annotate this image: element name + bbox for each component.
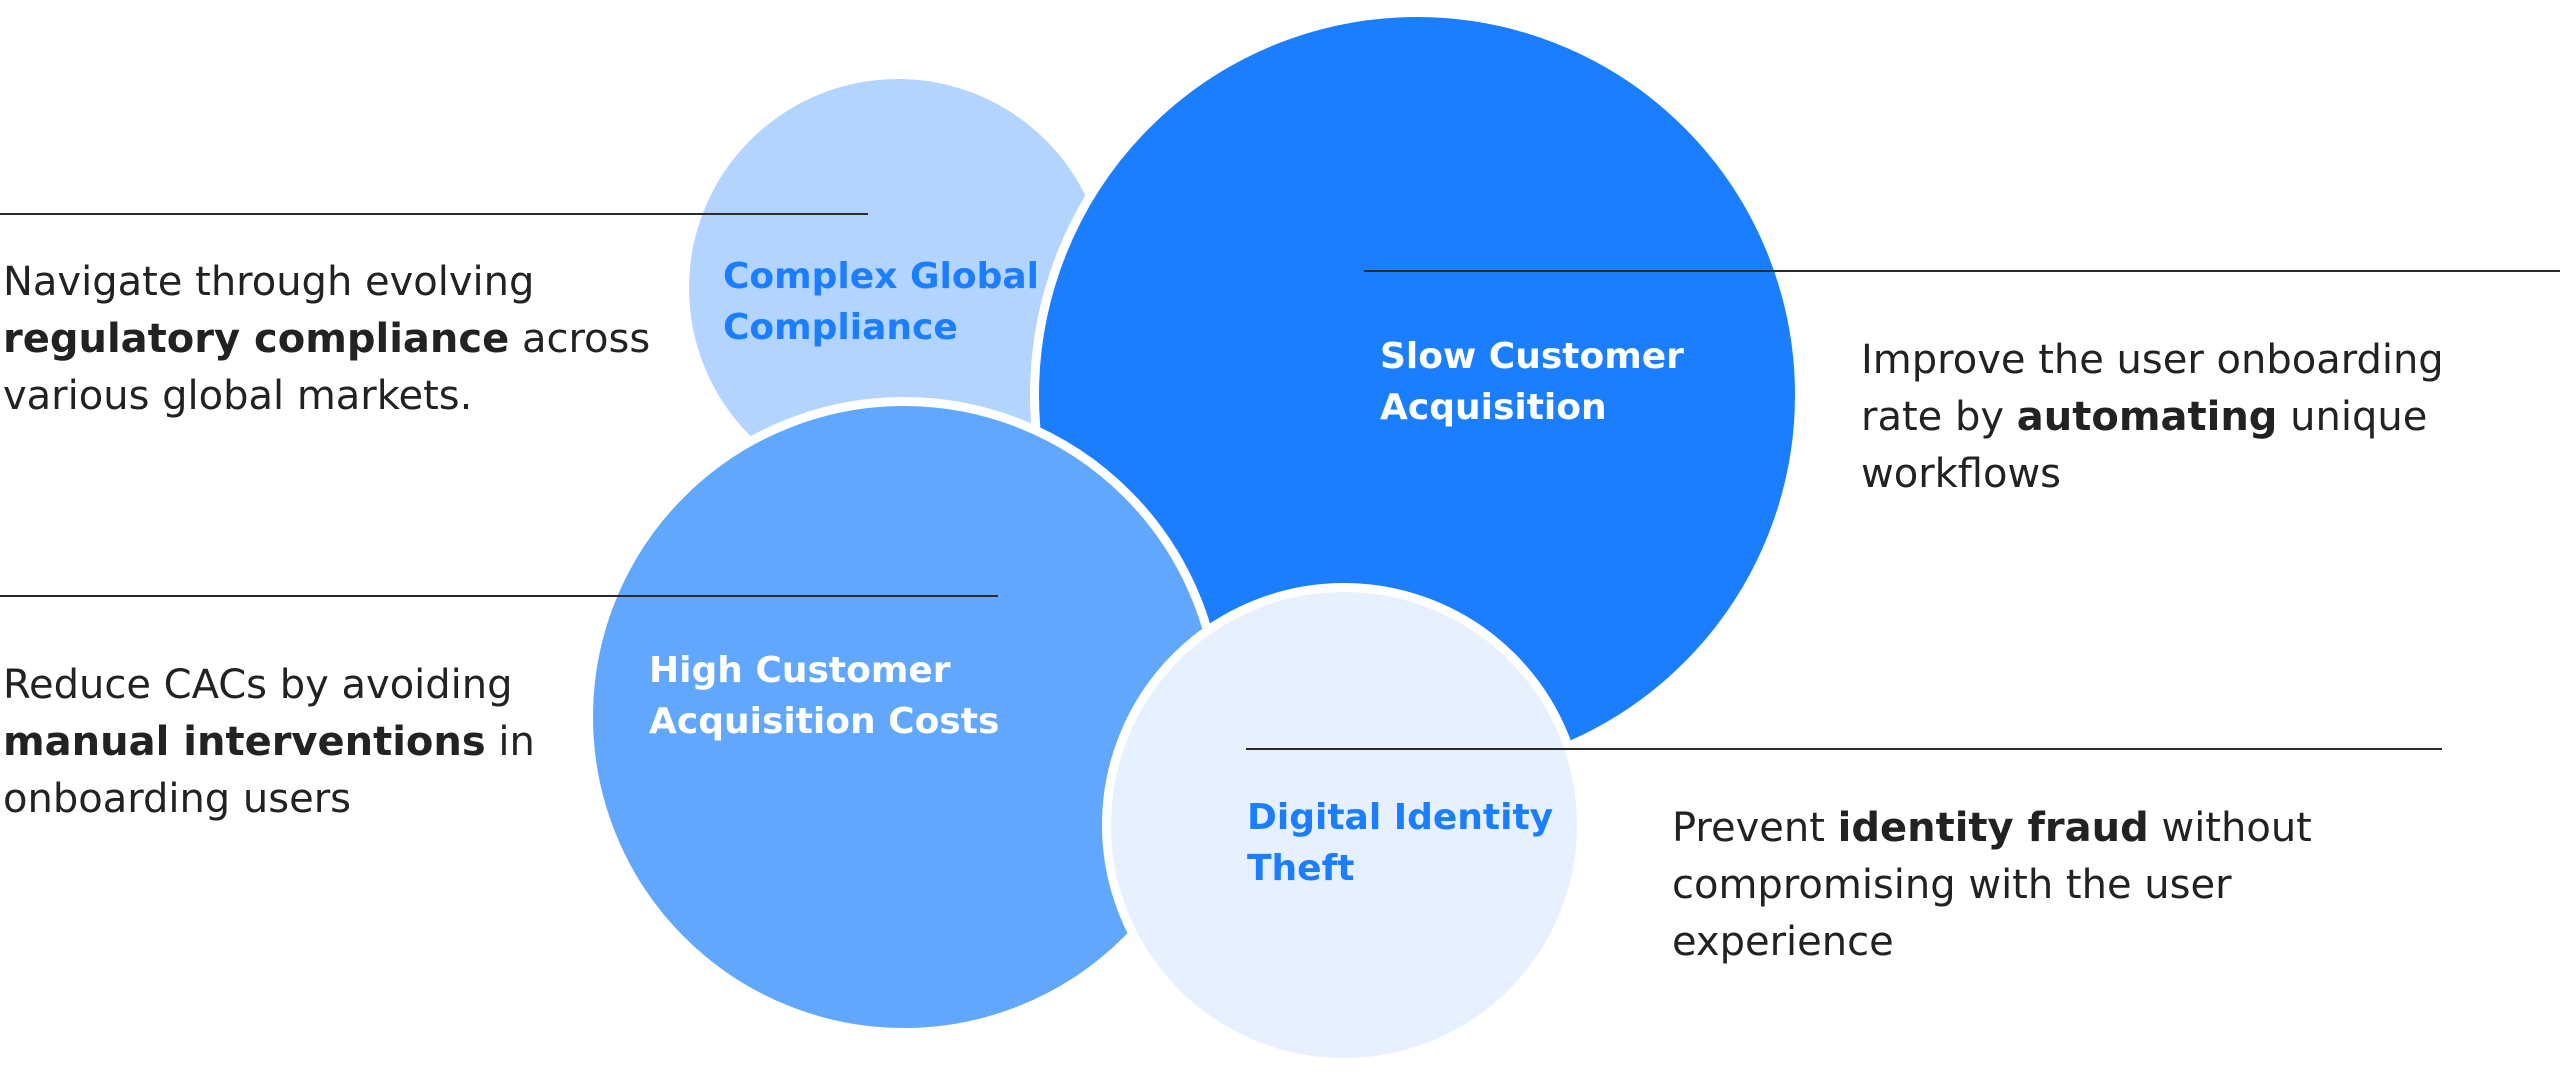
description-line: Navigate through evolving bbox=[3, 259, 535, 305]
description-line: onboarding users bbox=[3, 776, 351, 822]
description-line: workflows bbox=[1861, 451, 2062, 497]
description-compliance: Navigate through evolving regulatory com… bbox=[3, 254, 650, 425]
connector-line-compliance bbox=[0, 213, 868, 215]
description-text: rate by bbox=[1861, 394, 2017, 440]
description-emphasis: manual interventions bbox=[3, 719, 486, 765]
description-line: Reduce CACs by avoiding bbox=[3, 662, 513, 708]
description-line: Prevent identity fraud without bbox=[1672, 800, 2312, 857]
description-text: unique bbox=[2277, 394, 2428, 440]
description-line: Improve the user onboarding bbox=[1861, 337, 2444, 383]
connector-line-slow-acquisition bbox=[1364, 270, 2560, 272]
description-emphasis: identity fraud bbox=[1837, 805, 2149, 851]
bubble-label-slow-acquisition: Slow Customer Acquisition bbox=[1380, 331, 1684, 433]
description-emphasis: automating bbox=[2016, 394, 2278, 440]
connector-line-high-costs bbox=[0, 595, 998, 597]
bubble-digital-identity-theft bbox=[1102, 583, 1586, 1067]
description-text: in bbox=[485, 719, 535, 765]
bubble-label-identity-theft: Digital Identity Theft bbox=[1247, 792, 1553, 894]
bubble-label-line: Acquisition Costs bbox=[649, 701, 1000, 742]
bubble-label-line: High Customer bbox=[649, 650, 951, 691]
bubble-high-customer-acquisition-costs bbox=[584, 397, 1224, 1037]
bubble-label-line: Acquisition bbox=[1380, 387, 1607, 428]
bubble-label-high-acquisition-costs: High Customer Acquisition Costs bbox=[649, 645, 999, 747]
description-emphasis: regulatory compliance bbox=[3, 316, 510, 362]
bubble-label-line: Complex Global bbox=[723, 256, 1039, 297]
bubble-label-compliance: Complex Global Compliance bbox=[723, 251, 1039, 353]
bubble-label-line: Slow Customer bbox=[1380, 336, 1684, 377]
description-line: regulatory compliance across bbox=[3, 311, 650, 368]
description-text: Prevent bbox=[1672, 805, 1838, 851]
description-line: manual interventions in bbox=[3, 714, 535, 771]
description-high-costs: Reduce CACs by avoiding manual intervent… bbox=[3, 657, 535, 828]
bubble-label-line: Theft bbox=[1247, 848, 1355, 889]
description-line: compromising with the user bbox=[1672, 862, 2232, 908]
description-slow-acquisition: Improve the user onboarding rate by auto… bbox=[1861, 332, 2444, 503]
connector-line-identity-theft bbox=[1246, 748, 2442, 750]
description-line: various global markets. bbox=[3, 373, 473, 419]
description-line: experience bbox=[1672, 919, 1894, 965]
description-text: across bbox=[509, 316, 651, 362]
bubble-label-line: Digital Identity bbox=[1247, 797, 1554, 838]
bubble-label-line: Compliance bbox=[723, 307, 958, 348]
description-text: without bbox=[2148, 805, 2312, 851]
description-line: rate by automating unique bbox=[1861, 389, 2444, 446]
description-identity-theft: Prevent identity fraud without compromis… bbox=[1672, 800, 2312, 971]
